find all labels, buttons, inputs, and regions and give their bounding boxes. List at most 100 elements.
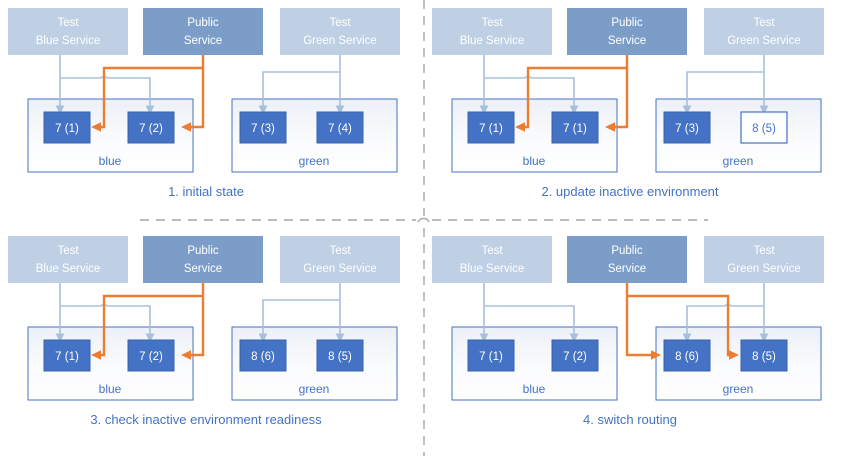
service-test-green[interactable]: Test Green Service bbox=[704, 8, 824, 55]
service-test-green-line1: Test bbox=[753, 17, 775, 29]
service-public-line1: Public bbox=[611, 17, 643, 29]
service-public-line1: Public bbox=[187, 245, 219, 257]
pod-green-2-label: 8 (5) bbox=[328, 351, 352, 363]
service-public-line2: Service bbox=[184, 35, 222, 47]
pod-green-1-label: 7 (3) bbox=[675, 123, 699, 135]
connector-public-green-pod1 bbox=[625, 283, 661, 360]
service-public-line1: Public bbox=[187, 17, 219, 29]
service-public-line2: Service bbox=[184, 263, 222, 275]
service-test-green-line2: Green Service bbox=[727, 263, 801, 275]
pod-blue-1-label: 7 (1) bbox=[55, 351, 79, 363]
pod-green-1-label: 7 (3) bbox=[251, 123, 275, 135]
panel-2: Test Blue Service Public Service Test Gr… bbox=[432, 8, 824, 199]
environment-green-label: green bbox=[723, 154, 754, 168]
pod-green-2[interactable]: 8 (5) bbox=[740, 339, 788, 372]
environment-green-label: green bbox=[299, 154, 330, 168]
connector-public-pod2 bbox=[605, 68, 629, 132]
service-test-blue-line2: Blue Service bbox=[460, 263, 525, 275]
service-test-green-line2: Green Service bbox=[303, 35, 377, 47]
service-test-green-line2: Green Service bbox=[727, 35, 801, 47]
service-test-green-line1: Test bbox=[329, 245, 351, 257]
pod-green-2-label: 7 (4) bbox=[328, 123, 352, 135]
panel-2-caption: 2. update inactive environment bbox=[541, 184, 718, 199]
panel-1-caption: 1. initial state bbox=[168, 184, 244, 199]
connector-public-pod1 bbox=[515, 55, 629, 132]
panel-1: Test Blue Service Public Service Test Gr… bbox=[8, 8, 400, 199]
connector-public-pod1 bbox=[91, 55, 205, 132]
environment-blue-label: blue bbox=[523, 382, 546, 396]
environment-green-label: green bbox=[299, 382, 330, 396]
connector-testblue-pod2 bbox=[484, 305, 579, 343]
pod-green-1-label: 8 (6) bbox=[675, 351, 699, 363]
pod-blue-2-label: 7 (2) bbox=[139, 351, 163, 363]
connector-public-green-pod2 bbox=[627, 294, 739, 360]
service-public-line1: Public bbox=[611, 245, 643, 257]
pod-green-1[interactable]: 8 (6) bbox=[239, 339, 287, 372]
service-test-green[interactable]: Test Green Service bbox=[280, 8, 400, 55]
service-public[interactable]: Public Service bbox=[567, 8, 687, 55]
service-test-blue-line1: Test bbox=[481, 17, 503, 29]
connector-testblue-pod2 bbox=[60, 305, 150, 338]
pod-green-1-label: 8 (6) bbox=[251, 351, 275, 363]
panel-4: Test Blue Service Public Service Test Gr… bbox=[432, 236, 824, 427]
service-public[interactable]: Public Service bbox=[567, 236, 687, 283]
pod-blue-2-label: 7 (1) bbox=[563, 123, 587, 135]
pod-blue-1[interactable]: 7 (1) bbox=[467, 111, 515, 144]
pod-green-1[interactable]: 7 (3) bbox=[663, 111, 711, 144]
connector-testblue-pod2 bbox=[484, 77, 574, 110]
environment-green-label: green bbox=[723, 382, 754, 396]
pod-blue-1-label: 7 (1) bbox=[479, 351, 503, 363]
service-test-blue-line2: Blue Service bbox=[460, 35, 525, 47]
pod-blue-1[interactable]: 7 (1) bbox=[467, 339, 515, 372]
pod-blue-2-label: 7 (2) bbox=[563, 351, 587, 363]
panel-3-caption: 3. check inactive environment readiness bbox=[90, 412, 322, 427]
pod-blue-1[interactable]: 7 (1) bbox=[43, 111, 91, 144]
service-public[interactable]: Public Service bbox=[143, 8, 263, 55]
pod-blue-2-label: 7 (2) bbox=[139, 123, 163, 135]
service-test-blue[interactable]: Test Blue Service bbox=[432, 236, 552, 283]
environment-blue-label: blue bbox=[99, 154, 122, 168]
pod-blue-1-label: 7 (1) bbox=[55, 123, 79, 135]
pod-blue-2[interactable]: 7 (2) bbox=[127, 111, 175, 144]
service-test-green-line1: Test bbox=[329, 17, 351, 29]
connector-public-pod2 bbox=[181, 68, 205, 132]
pod-green-2[interactable]: 8 (5) bbox=[316, 339, 364, 372]
service-test-blue-line1: Test bbox=[57, 17, 79, 29]
service-test-green[interactable]: Test Green Service bbox=[280, 236, 400, 283]
connector-public-pod1 bbox=[91, 283, 205, 360]
connector-testblue-pod2 bbox=[60, 77, 150, 110]
service-test-blue[interactable]: Test Blue Service bbox=[8, 8, 128, 55]
service-public-line2: Service bbox=[608, 263, 646, 275]
environment-blue-label: blue bbox=[99, 382, 122, 396]
service-test-blue-line2: Blue Service bbox=[36, 263, 101, 275]
divider-jump-arc bbox=[417, 217, 430, 223]
service-test-blue-line1: Test bbox=[481, 245, 503, 257]
pod-blue-1[interactable]: 7 (1) bbox=[43, 339, 91, 372]
pod-blue-1-label: 7 (1) bbox=[479, 123, 503, 135]
pod-green-2-label: 8 (5) bbox=[752, 351, 776, 363]
service-test-green-line2: Green Service bbox=[303, 263, 377, 275]
pod-green-2[interactable]: 7 (4) bbox=[316, 111, 364, 144]
pod-green-1[interactable]: 7 (3) bbox=[239, 111, 287, 144]
pod-green-2-pending[interactable]: 8 (5) bbox=[740, 111, 788, 144]
service-test-blue-line2: Blue Service bbox=[36, 35, 101, 47]
pod-green-1[interactable]: 8 (6) bbox=[663, 339, 711, 372]
service-test-green-line1: Test bbox=[753, 245, 775, 257]
service-test-blue-line1: Test bbox=[57, 245, 79, 257]
pod-blue-2[interactable]: 7 (2) bbox=[127, 339, 175, 372]
connector-testgreen-pod3 bbox=[258, 71, 340, 115]
panel-3: Test Blue Service Public Service Test Gr… bbox=[8, 236, 400, 427]
service-test-blue[interactable]: Test Blue Service bbox=[8, 236, 128, 283]
service-test-blue[interactable]: Test Blue Service bbox=[432, 8, 552, 55]
service-public-line2: Service bbox=[608, 35, 646, 47]
connector-public-pod2 bbox=[181, 296, 205, 360]
pod-blue-2[interactable]: 7 (2) bbox=[551, 339, 599, 372]
connector-testgreen-pod3 bbox=[682, 71, 764, 115]
pod-green-2-label: 8 (5) bbox=[752, 123, 776, 135]
panel-4-caption: 4. switch routing bbox=[583, 412, 677, 427]
connector-testgreen-pod3 bbox=[258, 299, 340, 343]
pod-blue-2[interactable]: 7 (1) bbox=[551, 111, 599, 144]
service-public[interactable]: Public Service bbox=[143, 236, 263, 283]
service-test-green[interactable]: Test Green Service bbox=[704, 236, 824, 283]
